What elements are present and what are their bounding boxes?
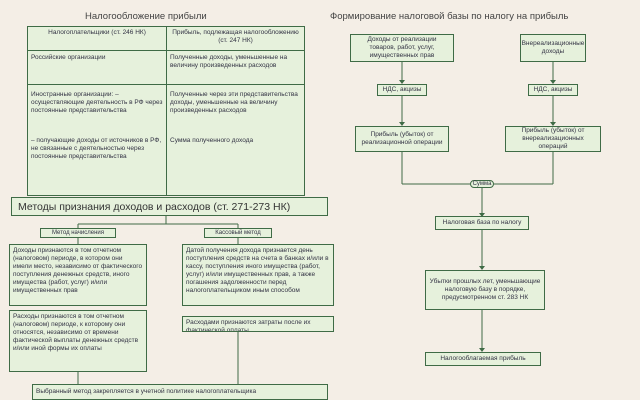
tax-base-box: Налоговая база по налогу	[435, 216, 529, 230]
table-row-russian-profit: Полученные доходы, уменьшенные на величи…	[170, 54, 288, 69]
vat-excise-box-1: НДС, акцизы	[377, 84, 427, 96]
methods-title: Методы признания доходов и расходов (ст.…	[11, 197, 328, 216]
vat-excise-box-2: НДС, акцизы	[528, 84, 578, 96]
left-section-title: Налогообложение прибыли	[85, 11, 207, 22]
right-section-title: Формирование налоговой базы по налогу на…	[330, 11, 569, 22]
income-nonoperating-box: Внереализационные доходы	[520, 34, 586, 62]
table-row-foreign-orgs: Иностранные организации: – осуществляющи…	[31, 91, 163, 114]
taxpayers-table: Налогоплательщики (ст. 246 НК) Прибыль, …	[27, 26, 305, 196]
sum-sign: Сумма	[470, 180, 494, 188]
table-header-taxpayers: Налогоплательщики (ст. 246 НК)	[48, 29, 146, 36]
accrual-income-box: Доходы признаются в том отчетном (налого…	[9, 244, 147, 306]
cash-income-box: Датой получения дохода признается день п…	[182, 244, 334, 306]
bottom-note-box: Выбранный метод закрепляется в учетной п…	[32, 384, 328, 400]
taxable-profit-box: Налогооблагаемая прибыль	[425, 352, 541, 366]
profit-nonoperating-box: Прибыль (убыток) от внереализационных оп…	[505, 126, 601, 152]
income-sales-box: Доходы от реализации товаров, работ, усл…	[350, 34, 454, 62]
table-row-foreign-profit: Полученные через эти представительства д…	[170, 91, 298, 114]
cash-expense-box: Расходами признаются затраты после их фа…	[182, 316, 334, 332]
table-row-foreign-other: – получающие доходы от источников в РФ, …	[31, 137, 162, 160]
prior-losses-box: Убытки прошлых лет, уменьшающие налогову…	[425, 270, 545, 310]
table-row-foreign-income: Сумма полученного дохода	[170, 137, 254, 144]
profit-sales-box: Прибыль (убыток) от реализационной опера…	[355, 126, 449, 152]
table-row-russian-orgs: Российские организации	[31, 54, 106, 61]
table-header-profit: Прибыль, подлежащая налогообложению (ст.…	[172, 29, 299, 44]
cash-method-label: Кассовый метод	[204, 228, 272, 238]
accrual-method-label: Метод начисления	[40, 228, 116, 238]
accrual-expense-box: Расходы признаются в том отчетном (налог…	[9, 310, 147, 372]
